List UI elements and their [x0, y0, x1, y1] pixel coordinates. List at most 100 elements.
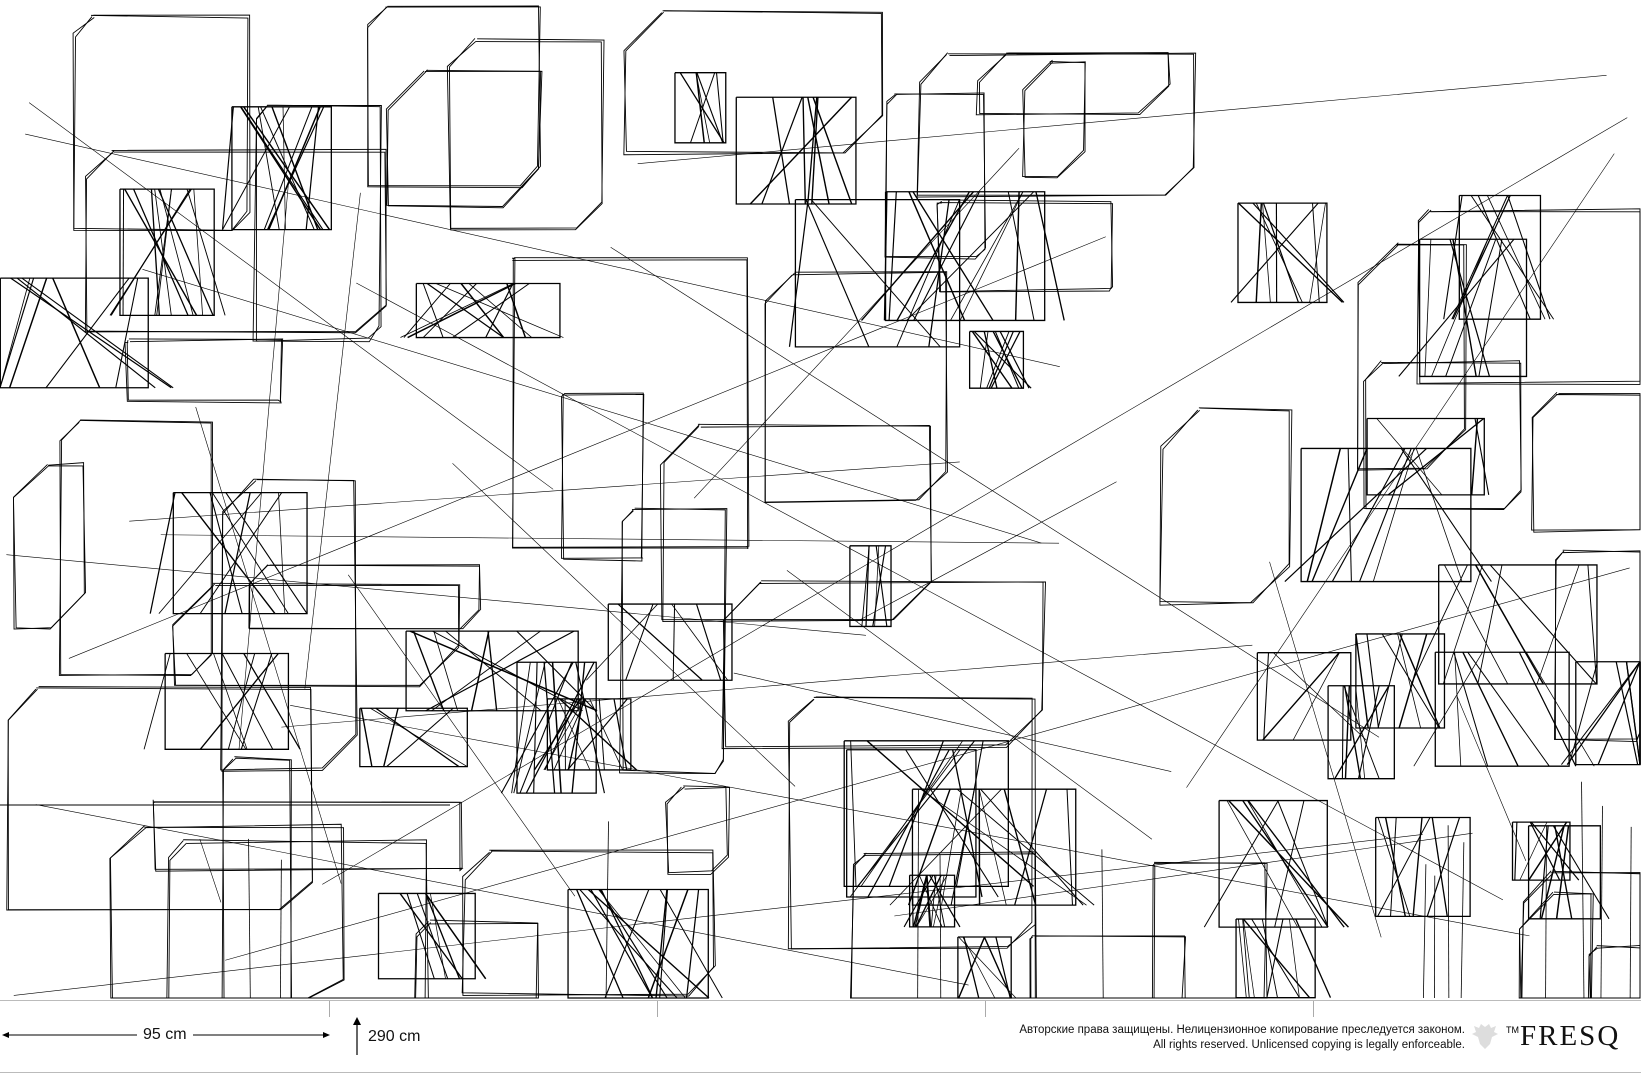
sketch-shape — [1256, 652, 1352, 741]
sketch-line — [290, 705, 1530, 937]
sketch-line — [360, 708, 373, 767]
sketch-shape — [405, 630, 579, 712]
panel-width-label: 95 cm — [137, 1026, 193, 1044]
sketch-line — [468, 283, 533, 338]
sketch-line — [973, 331, 1032, 389]
sketch-line — [933, 875, 946, 928]
sketch-line — [950, 191, 1024, 321]
sketch-shape — [936, 201, 1114, 293]
sketch-line — [1344, 685, 1351, 779]
footer — [0, 1000, 1641, 1073]
sketch-line — [610, 247, 1380, 738]
sketch-line — [1247, 800, 1345, 928]
sketch-line — [896, 199, 960, 348]
sketch-line — [1452, 239, 1477, 377]
sketch-line — [211, 492, 289, 614]
sketch-shape — [1022, 61, 1086, 177]
sketch-line — [1486, 195, 1546, 320]
sketch-line — [1410, 564, 1468, 685]
sketch-line — [571, 662, 586, 794]
panel-divider — [657, 1001, 658, 1017]
sketch-shape — [623, 10, 884, 156]
sketch-line — [356, 282, 1504, 901]
sketch-line — [142, 269, 1042, 544]
sketch-line — [1266, 918, 1284, 998]
sketch-line — [1384, 817, 1406, 917]
sketch-line — [1540, 825, 1565, 919]
sketch-shape — [152, 801, 464, 872]
sketch-line — [1431, 817, 1448, 917]
sketch-line — [227, 653, 256, 750]
sketch-line — [1014, 789, 1048, 906]
sketch-line — [1066, 789, 1073, 906]
sketch-line — [805, 199, 870, 348]
sketch-shape — [1235, 918, 1316, 999]
trademark-mark: TM — [1506, 1025, 1519, 1035]
sketch-line — [10, 277, 172, 389]
sketch-line — [1597, 661, 1641, 765]
sketch-line — [888, 740, 944, 887]
sketch-shape — [166, 839, 427, 999]
sketch-line — [888, 191, 897, 321]
sketch-shape — [1355, 633, 1446, 729]
sketch-line — [1238, 202, 1343, 303]
sketch-shape — [908, 874, 956, 928]
sketch-line — [920, 788, 1087, 906]
sketch-shape — [516, 661, 597, 794]
sketch-shape — [1587, 945, 1641, 999]
sketch-shape — [84, 150, 387, 333]
sketch-line — [957, 936, 986, 999]
sketch-line — [850, 740, 857, 887]
sketch-line — [506, 283, 527, 338]
sketch-line — [1554, 825, 1573, 919]
sketch-line — [150, 189, 160, 316]
sketch-shape — [13, 465, 87, 630]
sketch-line — [647, 889, 689, 999]
sketch-line — [347, 574, 576, 897]
sketch-line — [193, 189, 204, 316]
sketch-line — [1255, 203, 1263, 303]
sketch-line — [1284, 447, 1428, 583]
sketch-line — [533, 662, 538, 794]
sketch-line — [543, 662, 556, 794]
sketch-line — [1399, 633, 1441, 729]
sketch-line — [6, 554, 866, 636]
copyright-en: All rights reserved. Unlicensed copying … — [1153, 1039, 1465, 1051]
sketch-shape — [764, 271, 948, 504]
sketch-line — [1528, 821, 1568, 881]
sketch-shape — [1375, 816, 1471, 918]
sketch-shape — [885, 92, 986, 258]
sketch-line — [1478, 239, 1503, 377]
sketch-line — [243, 106, 331, 231]
sketch-line — [696, 72, 724, 144]
sketch-line — [788, 199, 809, 347]
sketch-line — [243, 653, 301, 750]
sketch-shape — [110, 823, 344, 999]
sketch-line — [916, 875, 948, 928]
sketch-line — [1507, 195, 1551, 320]
sketch-line — [1462, 651, 1519, 767]
sketch-line — [1454, 652, 1462, 767]
sketch-line — [195, 406, 342, 884]
sketch-line — [445, 630, 542, 712]
sketch-line — [278, 492, 286, 614]
sketch-shape — [1531, 391, 1641, 533]
sketch-line — [939, 855, 942, 999]
sketch-line — [896, 191, 971, 321]
sketch-line — [68, 236, 1106, 659]
sketch-line — [263, 106, 313, 230]
sketch-line — [1269, 561, 1382, 938]
sketch-shape — [916, 52, 1197, 196]
sketch-line — [786, 570, 1153, 840]
sketch-line — [671, 603, 729, 681]
sketch-line — [1014, 191, 1020, 321]
sketch-shape — [1520, 870, 1641, 999]
sketch-line — [1477, 195, 1531, 320]
sketch-line — [0, 278, 31, 388]
sketch-shape — [1357, 242, 1465, 471]
sketch-line — [45, 277, 130, 389]
sketch-line — [874, 545, 880, 627]
sketch-line — [1581, 781, 1585, 999]
sketch-shape — [248, 564, 480, 630]
sketch-line — [1442, 564, 1483, 685]
